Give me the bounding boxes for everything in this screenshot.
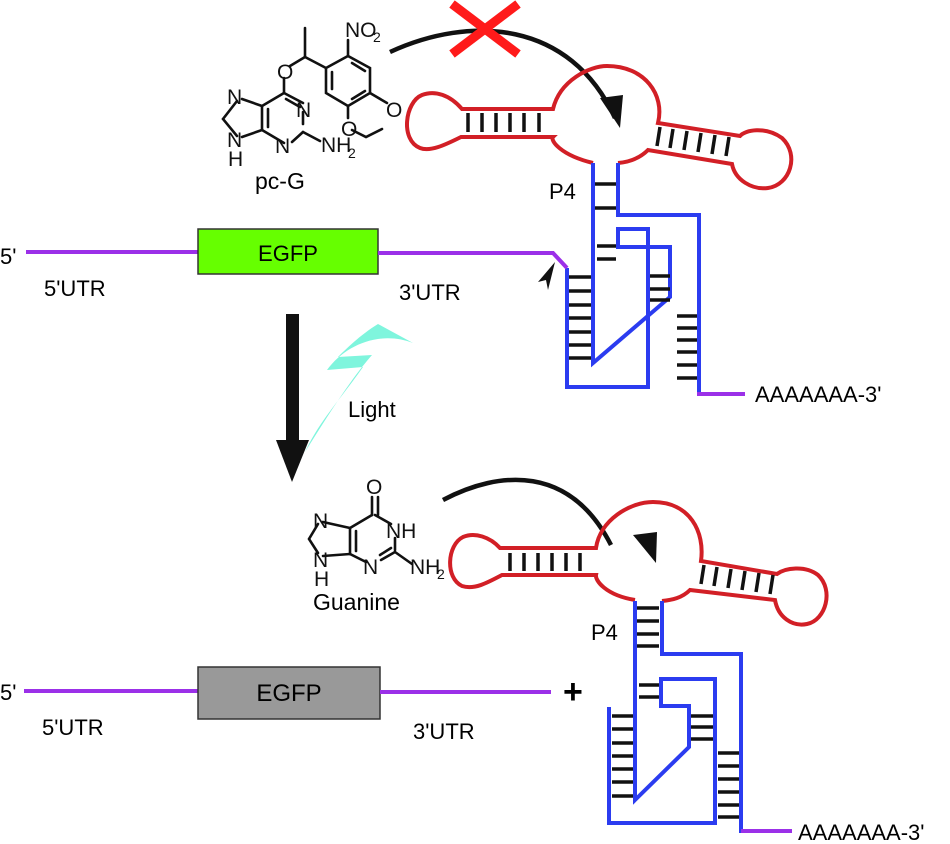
- blocked-x-icon: [449, 0, 521, 58]
- atom-n: N: [313, 549, 328, 572]
- three-utr-label: 3'UTR: [399, 280, 461, 305]
- arrow-head-icon: [600, 95, 623, 128]
- ribozyme-scaffold-top: [565, 163, 745, 396]
- light-label: Light: [348, 397, 396, 422]
- five-prime-end-label: 5': [0, 244, 16, 269]
- three-utr-strand: [378, 251, 569, 270]
- atom-nh: NH: [410, 556, 440, 579]
- ribozyme-scaffold-bottom: [607, 601, 792, 833]
- atom-n: N: [275, 135, 290, 158]
- atom-n: N: [296, 99, 311, 122]
- ribozyme-core-bottom: [448, 499, 829, 627]
- atom-subscript: 2: [348, 145, 356, 161]
- atom-subscript: 2: [373, 29, 381, 45]
- atom-n: N: [227, 86, 242, 109]
- atom-h: H: [314, 568, 329, 591]
- plus-sign: +: [563, 673, 583, 711]
- atom-n: N: [363, 556, 378, 579]
- guanine-label: Guanine: [313, 589, 400, 615]
- cleavage-site-marker-icon: [538, 262, 555, 290]
- binding-arrow-blocked: [389, 28, 618, 119]
- five-utr-label: 5'UTR: [42, 715, 104, 740]
- egfp-label: EGFP: [258, 241, 318, 266]
- egfp-gene-box-active: [197, 228, 379, 275]
- poly-a-label: AAAAAAA-3': [755, 382, 881, 407]
- atom-o: O: [386, 99, 402, 122]
- ribozyme-core-top: [405, 63, 794, 191]
- bottom-panel: O N NH N H N NH 2 Guanine: [0, 476, 924, 844]
- atom-o: O: [341, 118, 357, 141]
- atom-o: O: [366, 476, 382, 499]
- five-utr-label: 5'UTR: [44, 276, 106, 301]
- top-panel: N N H N N NH 2 O NO 2 O O pc-G: [0, 0, 881, 407]
- atom-nh: NH: [321, 134, 351, 157]
- pc-g-label: pc-G: [255, 168, 305, 194]
- guanine-structure: O N NH N H N NH 2: [307, 476, 445, 591]
- atom-n: N: [227, 129, 242, 152]
- poly-a-label: AAAAAAA-3': [798, 820, 924, 844]
- five-prime-end-label: 5': [0, 680, 16, 705]
- atom-nh: NH: [386, 520, 416, 543]
- three-utr-label: 3'UTR: [413, 719, 475, 744]
- arrow-head-icon: [633, 532, 657, 563]
- egfp-gene-box-inactive: [197, 666, 381, 720]
- atom-no: NO: [345, 19, 377, 42]
- binding-arrow: [441, 477, 614, 547]
- atom-subscript: 2: [437, 566, 445, 582]
- light-transition: Light: [276, 314, 413, 482]
- atom-n: N: [313, 510, 328, 533]
- atom-o: O: [277, 61, 293, 84]
- down-arrow-shaft: [286, 314, 299, 444]
- atom-h: H: [228, 148, 243, 171]
- egfp-label: EGFP: [256, 680, 321, 707]
- p4-stem-label: P4: [549, 179, 576, 204]
- down-arrow-icon: [276, 440, 309, 482]
- pc-g-structure: N N H N N NH 2 O NO 2 O O: [221, 19, 402, 171]
- p4-stem-label: P4: [591, 620, 618, 645]
- lightning-bolt-icon: [305, 324, 413, 452]
